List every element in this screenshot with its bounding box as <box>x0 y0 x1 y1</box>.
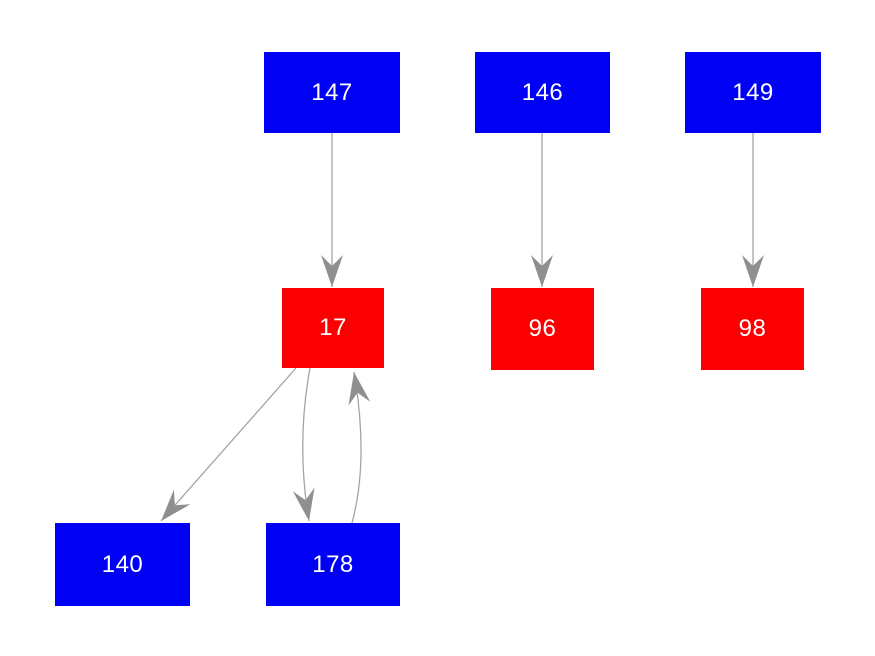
node-label: 146 <box>521 78 564 106</box>
node-147[interactable]: 147 <box>264 52 400 133</box>
arrowhead-146-to-96 <box>531 255 553 287</box>
node-96[interactable]: 96 <box>491 288 594 370</box>
edge-17-to-140 <box>160 367 297 522</box>
node-149[interactable]: 149 <box>685 52 821 133</box>
node-label: 178 <box>312 550 354 578</box>
node-178[interactable]: 178 <box>266 523 400 606</box>
node-label: 96 <box>528 315 557 342</box>
arrowhead-178-to-17 <box>348 372 371 406</box>
node-label: 98 <box>738 315 767 342</box>
arrowhead-149-to-98 <box>742 255 764 287</box>
node-98[interactable]: 98 <box>701 288 804 370</box>
node-140[interactable]: 140 <box>55 523 190 606</box>
node-17[interactable]: 17 <box>282 288 384 368</box>
node-label: 17 <box>319 314 347 341</box>
arrowhead-147-to-17 <box>321 255 343 287</box>
node-146[interactable]: 146 <box>475 52 610 133</box>
node-label: 140 <box>101 550 144 578</box>
node-label: 149 <box>732 78 774 106</box>
arrowhead-17-to-178 <box>292 487 315 521</box>
node-label: 147 <box>311 78 353 106</box>
arrowhead-17-to-140 <box>161 489 191 521</box>
